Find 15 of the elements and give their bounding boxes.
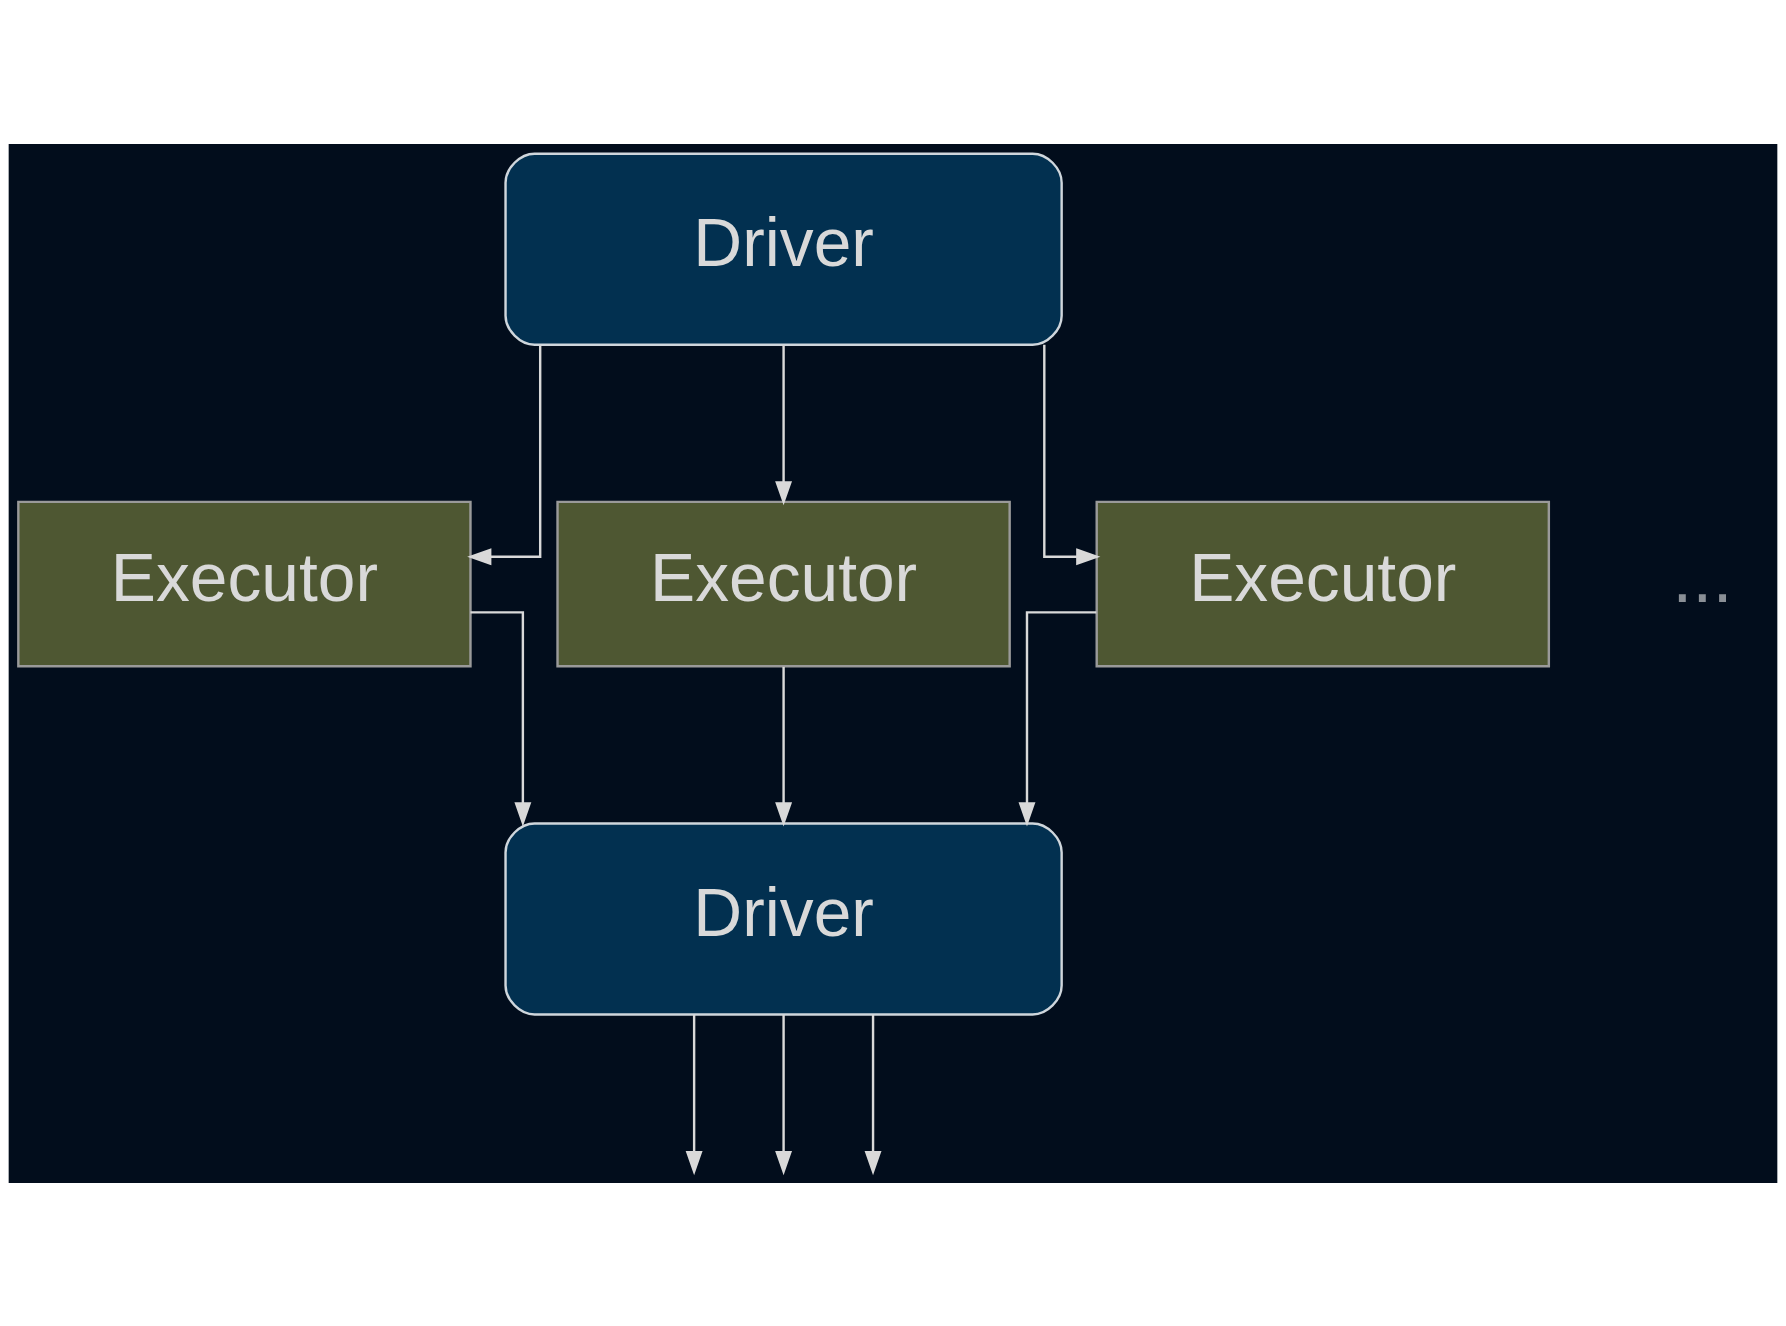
arrow	[470, 610, 532, 826]
node-box: Executor	[1095, 500, 1551, 667]
label: ...	[1672, 535, 1733, 617]
arrow	[1043, 344, 1101, 565]
arrow	[775, 1014, 793, 1175]
arrow	[775, 344, 793, 505]
node-box: Executor	[17, 500, 472, 667]
node-box: Driver	[504, 151, 1063, 346]
node-box: Executor	[556, 500, 1011, 667]
arrow	[467, 344, 542, 565]
node-box: Driver	[504, 821, 1063, 1016]
arrow	[685, 1014, 703, 1175]
arrow	[864, 1014, 882, 1175]
arrow	[1018, 610, 1097, 826]
arrow	[775, 666, 793, 827]
